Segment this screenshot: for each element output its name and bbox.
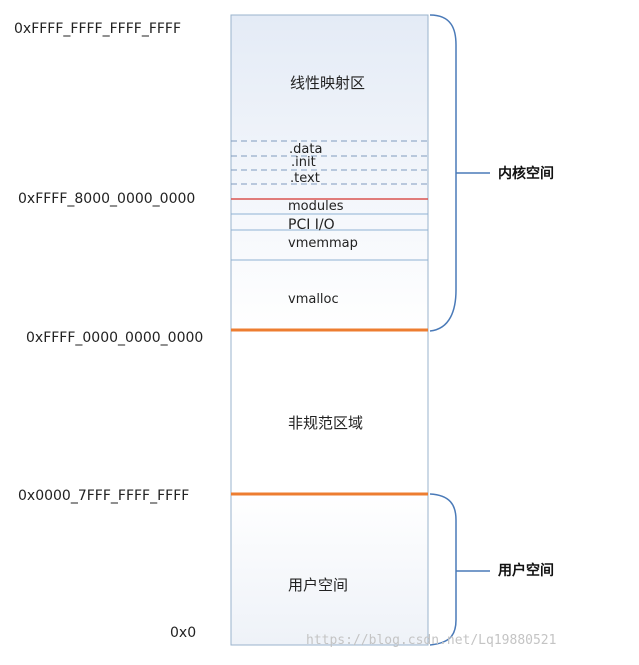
middle-section-fill — [231, 331, 428, 494]
vmemmap-label: vmemmap — [288, 236, 358, 251]
watermark: https://blog.csdn.net/Lq19880521 — [306, 633, 556, 648]
linear-map-label: 线性映射区 — [290, 74, 365, 92]
user-space-region-label: 用户空间 — [288, 576, 348, 594]
kernel-space-label: 内核空间 — [498, 165, 554, 182]
kernel-section-fill — [231, 15, 428, 331]
user-space-label: 用户空间 — [498, 562, 554, 579]
kernel-space-bracket — [429, 14, 457, 332]
noncanonical-label: 非规范区域 — [288, 414, 363, 432]
address-kernel-start: 0xFFFF_8000_0000_0000 — [18, 191, 195, 207]
pci-io-label: PCI I/O — [288, 217, 335, 233]
text-label: .text — [290, 171, 320, 186]
address-zero: 0x0 — [170, 625, 196, 641]
data-label: .data — [289, 142, 322, 157]
address-kernel-end: 0xFFFF_0000_0000_0000 — [26, 330, 203, 346]
user-space-bracket — [429, 493, 457, 646]
modules-label: modules — [288, 199, 344, 214]
init-label: .init — [291, 155, 316, 170]
address-top: 0xFFFF_FFFF_FFFF_FFFF — [14, 21, 181, 37]
address-user-top: 0x0000_7FFF_FFFF_FFFF — [18, 488, 189, 504]
user-section-fill — [231, 494, 428, 645]
vmalloc-label: vmalloc — [288, 292, 339, 307]
